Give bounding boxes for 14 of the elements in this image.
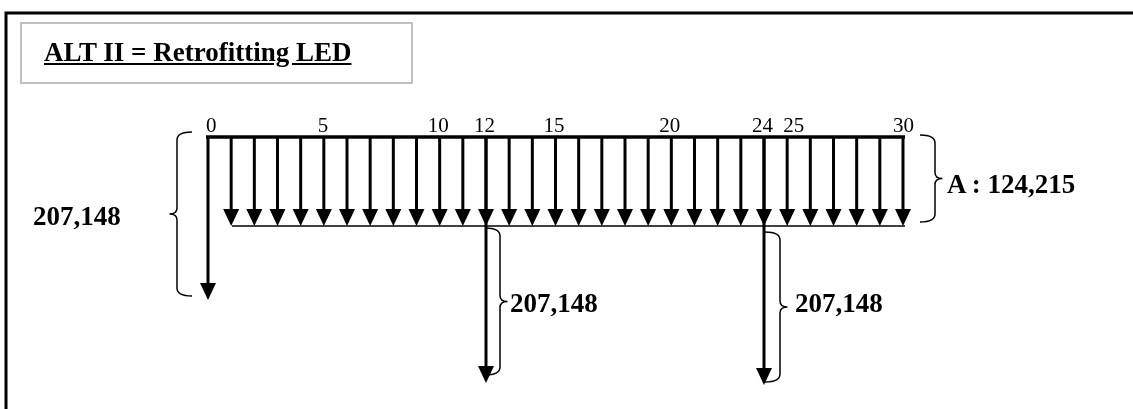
amount-label: 207,148	[510, 290, 598, 317]
period-label: 10	[427, 115, 449, 136]
period-label: 5	[317, 115, 329, 136]
period-label: 12	[474, 115, 495, 136]
amount-label: 207,148	[795, 290, 883, 317]
period-label: 15	[543, 115, 565, 136]
title: ALT II = Retrofitting LED	[44, 37, 352, 68]
period-label: 25	[783, 115, 805, 136]
period-label: 24	[752, 115, 773, 136]
amount-label: 207,148	[33, 203, 121, 230]
period-label: 20	[659, 115, 681, 136]
period-label: 30	[893, 115, 914, 136]
amount-label: A : 124,215	[947, 168, 1077, 201]
period-label: 0	[206, 115, 217, 136]
